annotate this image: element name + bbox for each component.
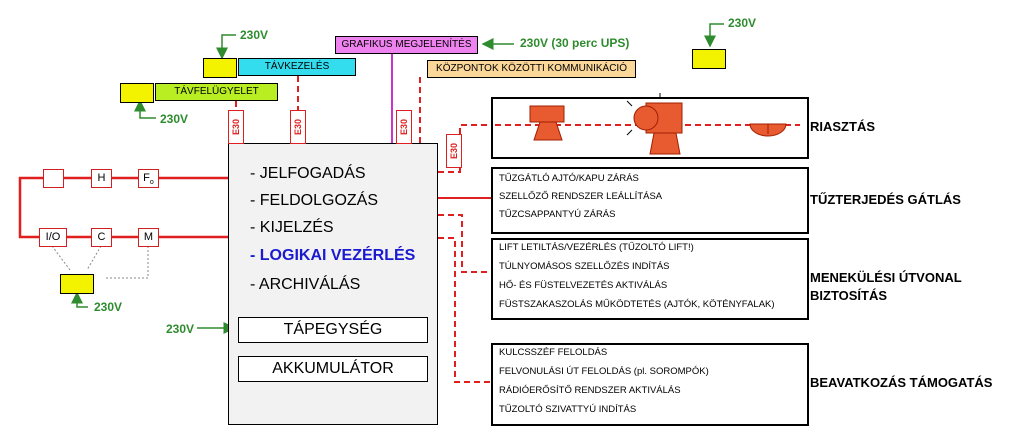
output-box-beavatkozas bbox=[491, 343, 809, 426]
fire-rating-tag: E30 bbox=[228, 110, 244, 144]
detector-c: C bbox=[91, 228, 112, 247]
ups-box-tavkezeles bbox=[203, 58, 237, 78]
detector-manual-callpoint bbox=[43, 169, 64, 188]
escape-link bbox=[428, 214, 491, 273]
detector-m: M bbox=[138, 228, 159, 247]
output-label-menekulesi-2: BIZTOSÍTÁS bbox=[810, 288, 888, 303]
power-label-alarm: 230V bbox=[728, 16, 757, 30]
detector-io-module: I/O bbox=[39, 228, 67, 247]
output-line: KULCSSZÉF FELOLDÁS bbox=[499, 347, 608, 358]
strobe-siren-icon bbox=[626, 93, 683, 155]
detector-loop bbox=[18, 176, 228, 239]
output-line: TŰZGÁTLÓ AJTÓ/KAPU ZÁRÁS bbox=[499, 173, 639, 184]
output-line: HŐ- ÉS FÜSTELVEZETÉS AKTIVÁLÁS bbox=[499, 280, 668, 291]
power-label-detectors: 230V bbox=[94, 300, 123, 314]
output-line: TŰZCSAPPANTYÚ ZÁRÁS bbox=[499, 209, 616, 220]
fire-rating-tag: E30 bbox=[446, 134, 462, 168]
function-kijelzes: - KIJELZÉS bbox=[250, 219, 334, 236]
module-grafikus: GRAFIKUS MEGJELENÍTÉS bbox=[335, 36, 478, 54]
power-label-tavkezeles: 230V bbox=[240, 28, 269, 42]
output-line: LIFT LETILTÁS/VEZÉRLÉS (TŰZOLTÓ LIFT!) bbox=[499, 242, 694, 253]
output-line: RÁDIÓERŐSÍTŐ RENDSZER AKTIVÁLÁS bbox=[499, 385, 681, 396]
battery-box: AKKUMULÁTOR bbox=[238, 356, 428, 382]
power-label-tapegyseg: 230V bbox=[166, 322, 195, 336]
output-box-tuzterjedes bbox=[491, 167, 809, 234]
module-kozpontok: KÖZPONTOK KÖZÖTTI KOMMUNIKÁCIÓ bbox=[427, 60, 636, 78]
output-line: SZELLŐZŐ RENDSZER LEÁLLÍTÁSA bbox=[499, 191, 663, 202]
function-logikai-vezerles: - LOGIKAI VEZÉRLÉS bbox=[250, 247, 416, 264]
function-archivalas: - ARCHIVÁLÁS bbox=[250, 276, 361, 293]
power-arrow-alarm bbox=[704, 23, 724, 48]
function-feldolgozas: - FELDOLGOZÁS bbox=[250, 192, 379, 209]
power-label-tavfelugyelet: 230V bbox=[160, 112, 189, 126]
ups-box-alarm bbox=[692, 49, 726, 69]
module-tavkezeles: TÁVKEZELÉS bbox=[238, 58, 356, 76]
detector-heat: H bbox=[91, 169, 112, 188]
intervention-link bbox=[428, 237, 491, 383]
power-supply-box: TÁPEGYSÉG bbox=[238, 317, 428, 343]
output-box-riasztas bbox=[491, 97, 809, 159]
output-label-riasztas: RIASZTÁS bbox=[810, 119, 875, 134]
module-tavfelugyelet: TÁVFELÜGYELET bbox=[155, 83, 278, 101]
output-line: FELVONULÁSI ÚT FELOLDÁS (pl. SOROMPÓK) bbox=[499, 366, 709, 377]
output-line: TŰZOLTÓ SZIVATTYÚ INDÍTÁS bbox=[499, 404, 637, 415]
output-label-beavatkozas: BEAVATKOZÁS TÁMOGATÁS bbox=[810, 375, 993, 390]
fire-rating-tag: E30 bbox=[290, 110, 306, 144]
power-arrow-tavkezeles bbox=[216, 34, 236, 60]
output-box-menekulesi bbox=[491, 238, 809, 320]
ups-box-tavfelugyelet bbox=[120, 83, 154, 103]
power-arrow-tavfelugyelet bbox=[134, 99, 156, 119]
output-label-tuzterjedes: TŰZTERJEDÉS GÁTLÁS bbox=[810, 192, 961, 207]
io-ups-dotted bbox=[51, 245, 71, 271]
c-ups-dotted bbox=[86, 245, 102, 271]
output-line: FÜSTSZAKASZOLÁS MŰKÖDTETÉS (AJTÓK, KÖTÉN… bbox=[499, 299, 775, 310]
siren-icon bbox=[529, 105, 565, 141]
ups-power-label: 230V (30 perc UPS) bbox=[520, 36, 630, 50]
output-label-menekulesi-1: MENEKÜLÉSI ÚTVONAL bbox=[810, 270, 962, 285]
output-line: TÚLNYOMÁSOS SZELLŐZÉS INDÍTÁS bbox=[499, 261, 670, 272]
m-ups-dotted bbox=[105, 246, 149, 279]
power-arrow-detector-ups bbox=[71, 291, 88, 308]
fire-rating-tag: E30 bbox=[396, 110, 412, 144]
bell-icon bbox=[749, 123, 787, 137]
ups-box-detectors bbox=[60, 274, 94, 294]
detector-flame: Fo bbox=[138, 169, 159, 188]
function-jelfogadas: - JELFOGADÁS bbox=[250, 165, 366, 182]
